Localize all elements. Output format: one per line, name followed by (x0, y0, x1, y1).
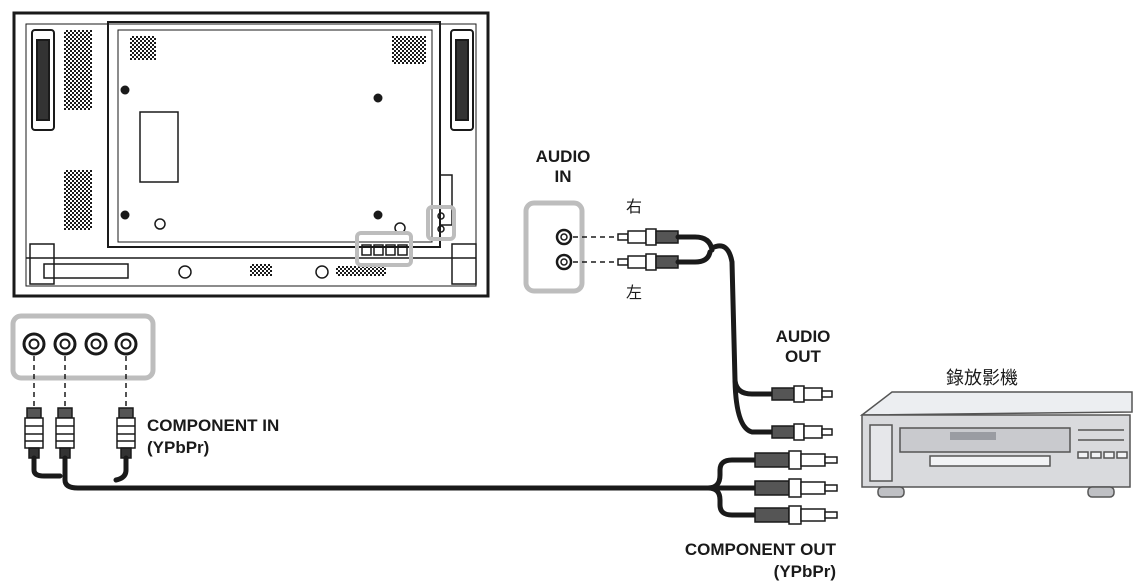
audio-out-plugs (771, 385, 833, 441)
component-port-highlight (355, 231, 413, 267)
audio-in-plugs (617, 228, 679, 271)
right-channel-label: 右 (626, 197, 643, 216)
vcr-label: 錄放影機 (946, 368, 1018, 389)
component-in-plugs (24, 407, 136, 459)
audio-port-highlight (426, 205, 456, 241)
audio-in-jack-panel (523, 200, 585, 294)
audio-cable (675, 234, 775, 435)
monitor-rear-panel (12, 11, 490, 298)
audio-in-label: AUDIO IN (535, 147, 591, 186)
component-in-jack-panel (10, 313, 156, 381)
component-out-label: COMPONENT OUT (YPbPr) (684, 540, 836, 581)
component-cable (31, 455, 758, 518)
audio-in-jacks (555, 228, 573, 271)
audio-out-label: AUDIO OUT (775, 327, 831, 366)
vcr-device (859, 391, 1133, 498)
component-in-jacks (22, 332, 138, 356)
left-channel-label: 左 (626, 283, 643, 302)
component-in-label: COMPONENT IN (YPbPr) (147, 416, 280, 457)
component-out-plugs (754, 450, 838, 525)
monitor-component-ports (361, 244, 408, 256)
